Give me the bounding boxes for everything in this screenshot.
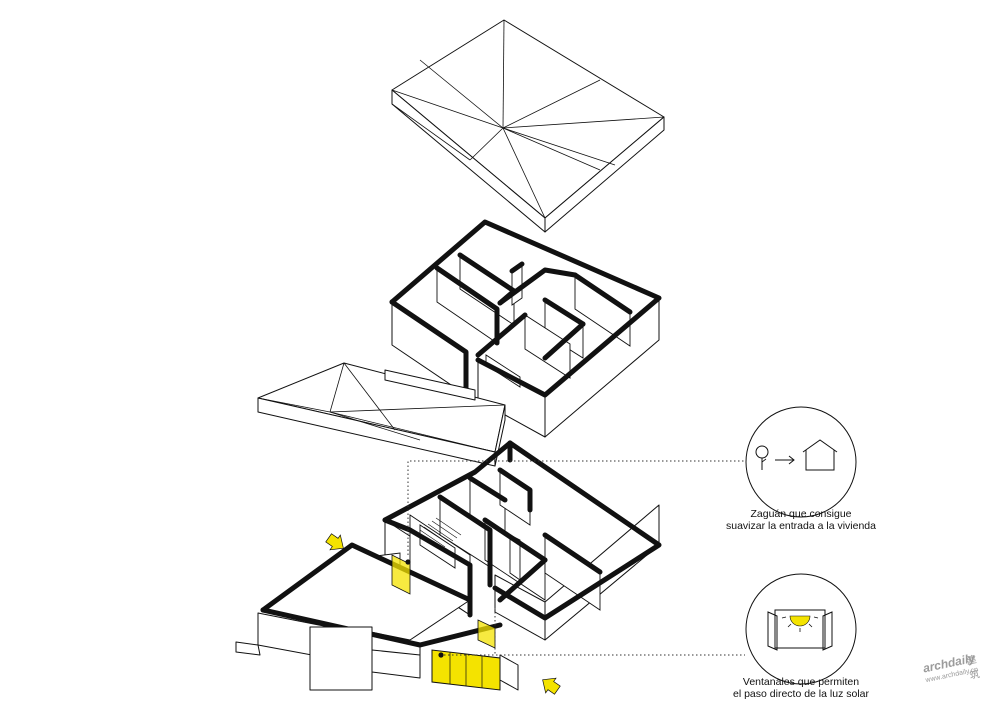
callout-circle-zaguan xyxy=(745,406,857,518)
caption-ventanales-line1: Ventanales que permiten xyxy=(742,676,860,688)
caption-ventanales-line2: el paso directo de la luz solar xyxy=(733,688,869,700)
caption-zaguan: Zaguán que consigue suavizar la entrada … xyxy=(691,508,911,532)
window-sun-icon xyxy=(767,609,833,651)
zaguan-highlight xyxy=(391,554,411,595)
caption-ventanales: Ventanales que permiten el paso directo … xyxy=(691,676,911,700)
window-highlight-small xyxy=(477,619,496,649)
callout-circle-ventanales xyxy=(745,573,857,685)
entry-arrow-left-icon xyxy=(325,533,344,551)
tree-icon xyxy=(755,445,769,470)
leader-lines xyxy=(405,460,745,658)
ground-floor xyxy=(235,440,662,691)
upper-floor xyxy=(389,219,662,438)
house-icon xyxy=(802,439,838,471)
roof-upper xyxy=(391,19,665,233)
caption-zaguan-line1: Zaguán que consigue xyxy=(750,508,852,520)
caption-zaguan-line2: suavizar la entrada a la vivienda xyxy=(725,520,876,532)
arrow-right-icon xyxy=(775,455,795,465)
entry-arrow-bottom-icon xyxy=(542,677,561,695)
